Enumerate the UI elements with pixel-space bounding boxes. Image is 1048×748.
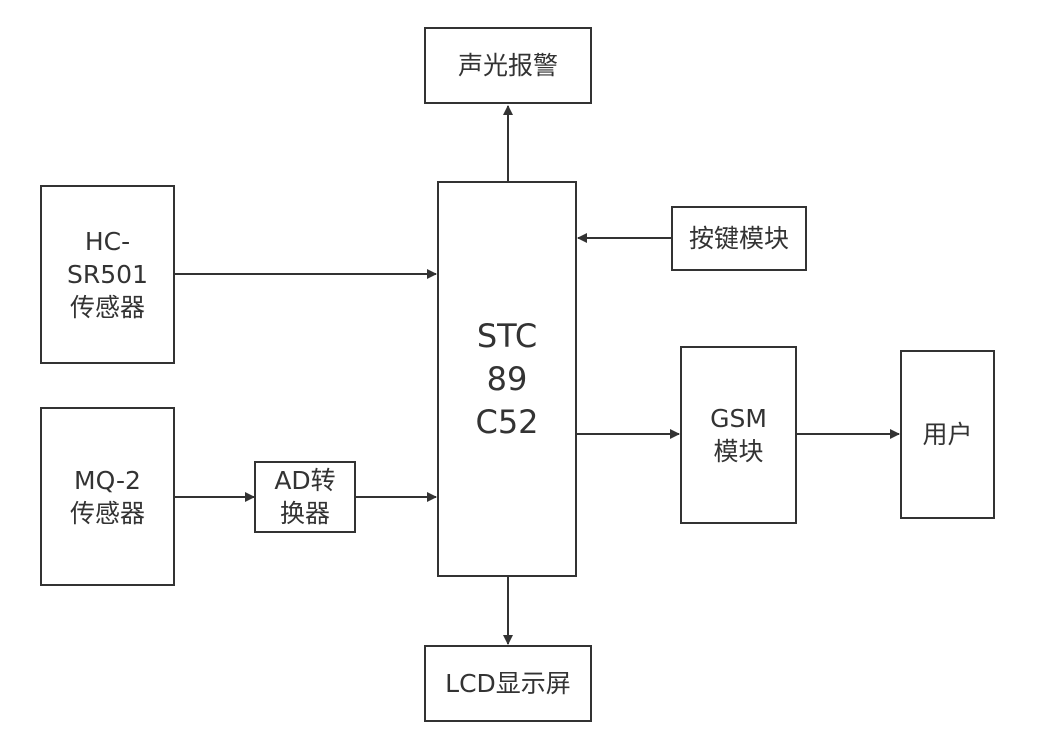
user-label: 用户 xyxy=(922,420,973,449)
lcd-label: LCD显示屏 xyxy=(445,669,571,698)
adc-block: AD转 换器 xyxy=(254,461,356,533)
pir-sensor-label: HC- SR501 传感器 xyxy=(67,227,148,322)
gsm-label: GSM 模块 xyxy=(710,404,767,466)
mcu-label: STC 89 C52 xyxy=(475,316,539,441)
alarm-label: 声光报警 xyxy=(457,51,558,80)
keypad-label: 按键模块 xyxy=(688,224,789,253)
user-block: 用户 xyxy=(900,350,995,519)
gsm-block: GSM 模块 xyxy=(680,346,797,524)
keypad-block: 按键模块 xyxy=(671,206,807,271)
mq2-sensor-block: MQ-2 传感器 xyxy=(40,407,175,586)
mcu-block: STC 89 C52 xyxy=(437,181,577,577)
mq2-sensor-label: MQ-2 传感器 xyxy=(69,465,145,528)
lcd-block: LCD显示屏 xyxy=(424,645,592,722)
pir-sensor-block: HC- SR501 传感器 xyxy=(40,185,175,364)
alarm-block: 声光报警 xyxy=(424,27,592,104)
adc-label: AD转 换器 xyxy=(274,466,336,528)
